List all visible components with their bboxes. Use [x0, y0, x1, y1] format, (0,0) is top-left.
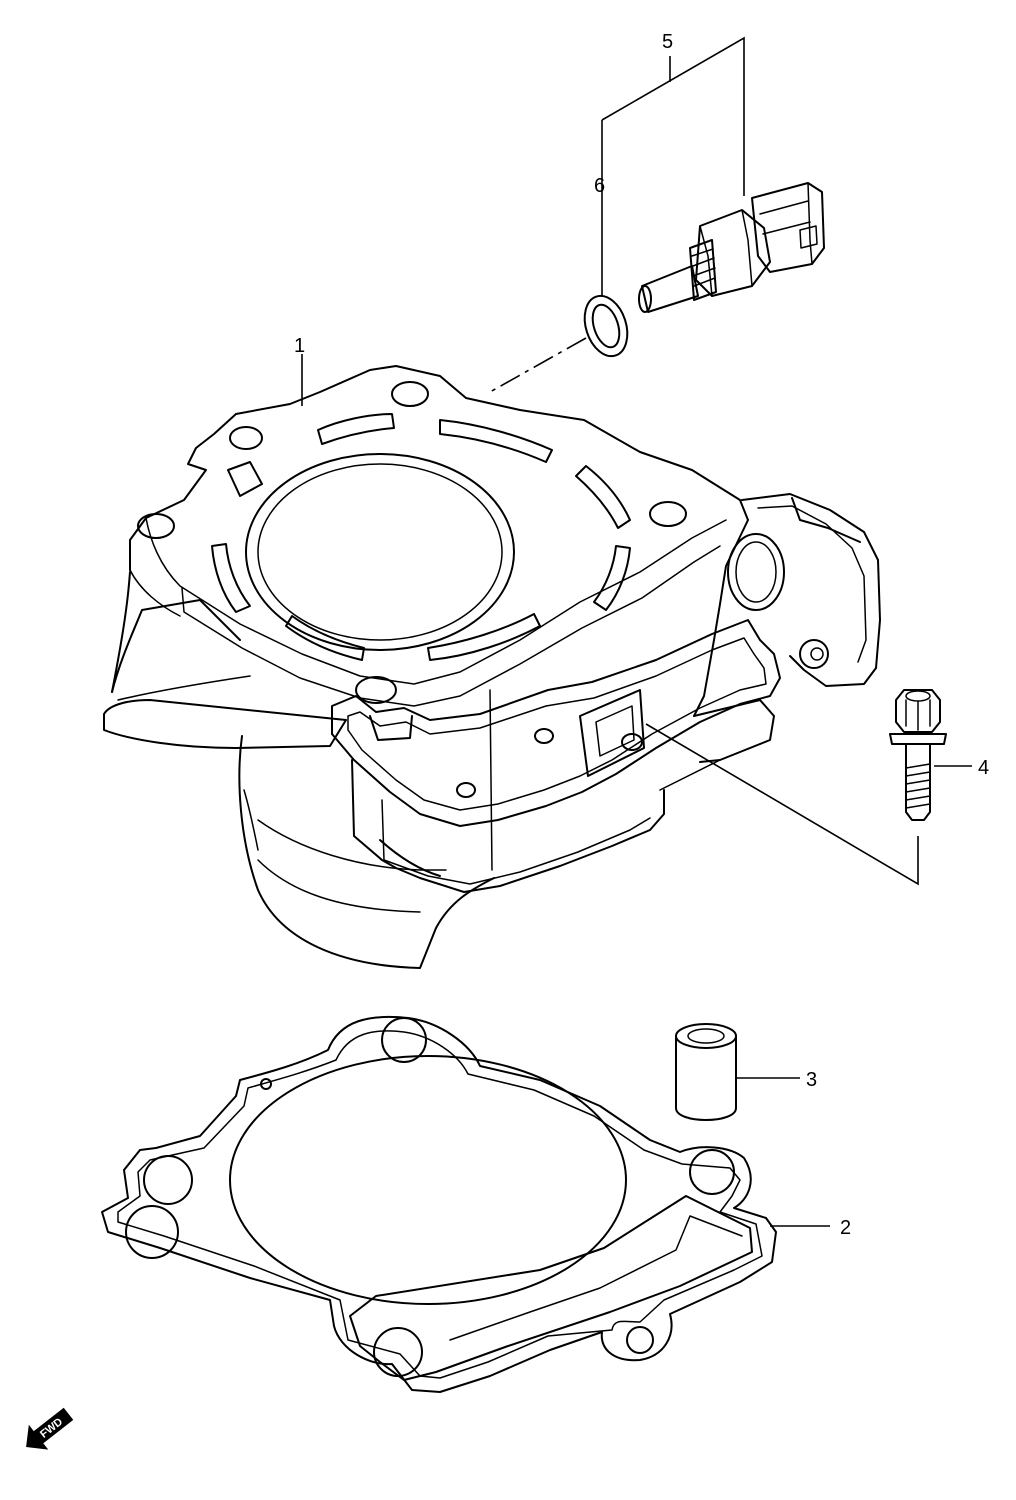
callout-2: 2 [840, 1217, 851, 1239]
cylinder-gasket-part [101, 1015, 777, 1393]
washer-part [583, 294, 629, 358]
flange-bolt-part [889, 689, 947, 821]
dowel-pin-part [675, 1023, 737, 1121]
temperature-sensor-part [638, 182, 825, 313]
leader-lines-5-6 [601, 36, 745, 296]
assembly-axis-line [489, 337, 587, 393]
leader-line-bolt-assembly [645, 723, 919, 886]
callout-4: 4 [978, 757, 989, 779]
cylinder-part [103, 365, 881, 969]
forward-arrow-icon: FWD [26, 1407, 74, 1450]
callout-3: 3 [806, 1069, 817, 1091]
callout-6: 6 [594, 175, 605, 197]
callout-5: 5 [662, 31, 673, 53]
callout-1: 1 [294, 335, 305, 357]
